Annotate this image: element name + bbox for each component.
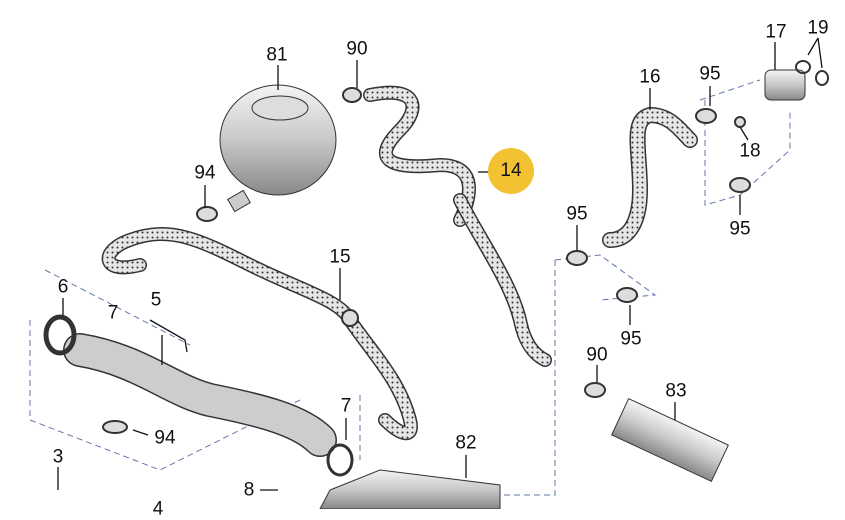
- part-83-component: [611, 397, 729, 483]
- leader-lines: [57, 37, 823, 491]
- callout-19: 19: [807, 17, 829, 39]
- callout-90: 90: [346, 38, 368, 60]
- callout-17: 17: [765, 21, 787, 43]
- callout-95: 95: [620, 328, 642, 350]
- part-82-housing: [319, 469, 501, 509]
- callout-94: 94: [194, 162, 216, 184]
- callout-95: 95: [566, 203, 588, 225]
- callout-4: 4: [152, 498, 164, 520]
- part-17-connector: [764, 60, 829, 101]
- callout-95: 95: [729, 218, 751, 240]
- callout-7: 7: [107, 302, 119, 324]
- callout-6: 6: [57, 276, 69, 298]
- callout-15: 15: [329, 246, 351, 268]
- parts-diagram: [29, 37, 829, 509]
- callout-18: 18: [739, 140, 761, 162]
- callout-90: 90: [586, 344, 608, 366]
- callout-83: 83: [665, 380, 687, 402]
- hoses: [101, 85, 698, 441]
- callout-5: 5: [150, 289, 162, 311]
- coolant-pipe: [43, 314, 354, 477]
- expansion-tank: [219, 84, 337, 213]
- hose-clamps: [102, 87, 751, 434]
- callout-81: 81: [266, 44, 288, 66]
- callout-8: 8: [243, 479, 255, 501]
- callout-82: 82: [455, 432, 477, 454]
- callout-16: 16: [639, 66, 661, 88]
- callout-3: 3: [52, 446, 64, 468]
- callout-94: 94: [154, 427, 176, 449]
- callout-7: 7: [340, 395, 352, 417]
- callout-14-highlighted[interactable]: 14: [488, 148, 534, 194]
- callout-14-label: 14: [500, 160, 522, 181]
- callout-95: 95: [699, 63, 721, 85]
